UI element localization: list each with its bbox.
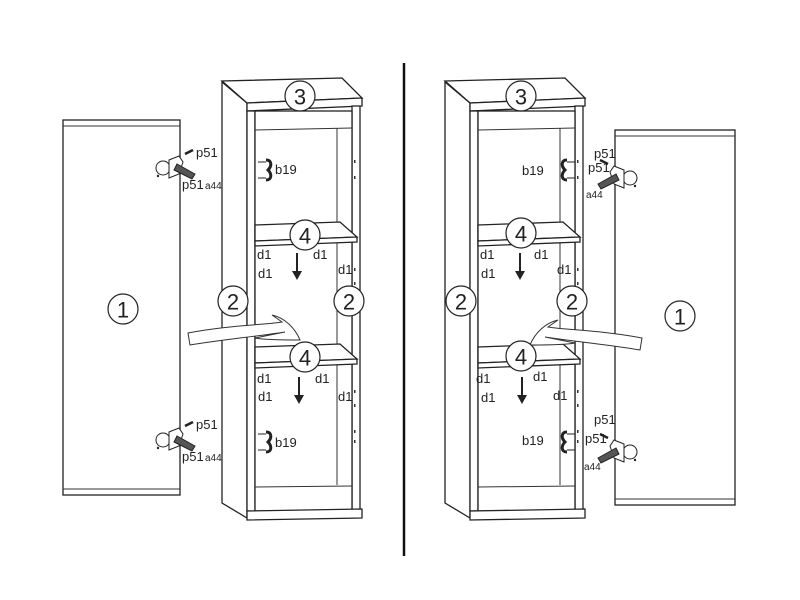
label-p51: p51: [585, 431, 607, 446]
part-number-top: 3: [515, 85, 527, 110]
label-p51: p51: [594, 146, 616, 161]
label-b19: b19: [275, 162, 297, 177]
label-d1: d1: [533, 369, 547, 384]
label-a44: a44: [586, 190, 603, 201]
label-p51: p51: [588, 160, 610, 175]
label-p51: p51: [182, 449, 204, 464]
label-a44: a44: [205, 181, 222, 192]
label-d1: d1: [257, 371, 271, 386]
rotate-arrow-icon: [187, 314, 301, 346]
part-number-door: 1: [674, 305, 686, 330]
part-number-side: 2: [455, 290, 467, 315]
label-p51: p51: [196, 145, 218, 160]
label-a44: a44: [584, 462, 601, 473]
label-d1: d1: [313, 247, 327, 262]
label-d1: d1: [553, 388, 567, 403]
part-number-side: 2: [566, 290, 578, 315]
part-number-side: 2: [227, 290, 239, 315]
label-p51: p51: [182, 177, 204, 192]
label-p51: p51: [594, 412, 616, 427]
part-number-shelf: 4: [299, 224, 311, 249]
label-d1: d1: [476, 371, 490, 386]
label-b19: b19: [522, 163, 544, 178]
label-d1: d1: [557, 262, 571, 277]
part-number-door: 1: [117, 298, 129, 323]
right-assembly: p51 p51 a44 p51 p51 a44 b19 b19 d1 d1 d1…: [444, 77, 736, 521]
label-d1: d1: [481, 390, 495, 405]
label-a44: a44: [205, 453, 222, 464]
part-number-top: 3: [294, 85, 306, 110]
part-number-shelf: 4: [515, 222, 527, 247]
part-number-shelf: 4: [515, 345, 527, 370]
label-b19: b19: [522, 433, 544, 448]
label-b19: b19: [275, 435, 297, 450]
label-d1: d1: [315, 371, 329, 386]
left-assembly: p51 p51 a44 p51 p51 a44 b19 b19 d1 d1 d1…: [62, 77, 365, 521]
label-d1: d1: [481, 266, 495, 281]
label-d1: d1: [338, 389, 352, 404]
part-number-shelf: 4: [299, 346, 311, 371]
label-d1: d1: [338, 262, 352, 277]
label-d1: d1: [534, 247, 548, 262]
label-p51: p51: [196, 417, 218, 432]
label-d1: d1: [257, 247, 271, 262]
label-d1: d1: [480, 247, 494, 262]
label-d1: d1: [258, 266, 272, 281]
label-d1: d1: [258, 389, 272, 404]
part-number-side: 2: [343, 290, 355, 315]
